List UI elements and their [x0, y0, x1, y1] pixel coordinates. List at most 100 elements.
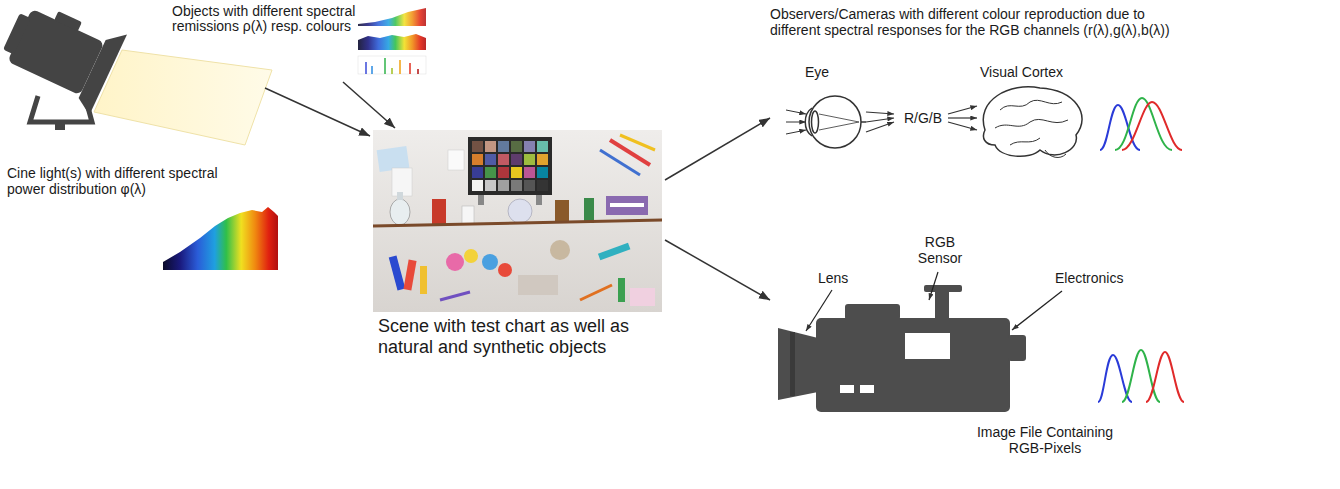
remission-spectra	[358, 32, 426, 50]
camera-drawing	[816, 318, 1010, 412]
brain-drawing	[983, 87, 1082, 158]
signal-arrows	[866, 118, 894, 122]
scene-photo	[498, 154, 509, 165]
eye-response-curves	[1122, 102, 1182, 150]
scene-photo	[518, 275, 558, 295]
scene-photo	[630, 288, 655, 306]
arrow-connector	[665, 118, 770, 180]
scene-photo	[511, 180, 522, 191]
scene-photo	[485, 141, 496, 152]
scene-photo	[498, 263, 512, 277]
signal-arrows	[866, 106, 977, 132]
scene-group: Scene with test chart as well as natural…	[370, 128, 665, 364]
remission-spectra	[391, 68, 393, 74]
light-label: Cine light(s) with different spectral po…	[7, 165, 247, 197]
light-beam	[94, 50, 272, 145]
camera-drawing	[778, 285, 1026, 412]
part-label: Electronics	[1055, 270, 1165, 286]
brain-drawing	[1000, 100, 1062, 110]
part-label: Visual Cortex	[980, 64, 1100, 80]
scene-photo	[485, 180, 496, 191]
remission-spectra	[358, 8, 426, 74]
remission-spectra	[371, 66, 373, 74]
scene-photo	[464, 249, 478, 263]
camera-drawing	[860, 385, 874, 393]
camera-group: LensRGB SensorElectronicsImage File Cont…	[770, 224, 1190, 478]
cine-lamp	[74, 27, 127, 115]
eye-drawing	[786, 96, 866, 148]
scene-photo	[537, 180, 548, 191]
arrow-connector	[265, 88, 370, 136]
scene-photo	[472, 141, 483, 152]
brain-drawing	[983, 87, 1082, 156]
remission-spectra	[399, 60, 401, 74]
scene-photo	[472, 154, 483, 165]
cine-lamp	[0, 0, 127, 115]
camera-response-curves	[1098, 350, 1184, 402]
camera-drawing	[778, 328, 818, 400]
scene-photo	[373, 220, 662, 226]
remission-spectra	[358, 34, 426, 50]
scene-photo	[537, 154, 548, 165]
output-label: Image File Containing RGB-Pixels	[965, 424, 1125, 456]
scene-photo	[485, 154, 496, 165]
scene-photo	[390, 199, 410, 225]
eye-response-curves	[1100, 98, 1182, 150]
remission-spectra	[358, 8, 426, 26]
scene-photo	[448, 150, 464, 170]
leader-lines	[806, 290, 832, 331]
scene-photo	[498, 167, 509, 178]
camera-response-curves	[1146, 352, 1184, 402]
camera-drawing	[790, 332, 795, 396]
scene-photo	[446, 253, 464, 271]
scene-photo	[584, 198, 594, 223]
camera-drawing	[845, 304, 900, 320]
scene-photo	[598, 243, 630, 261]
scene-photo	[536, 195, 542, 205]
scene-photo	[472, 180, 483, 191]
scene-photo	[580, 285, 612, 300]
eye-drawing	[786, 130, 806, 134]
remission-spectra	[358, 56, 426, 74]
cine-lamp	[54, 11, 82, 31]
part-label: Eye	[805, 64, 865, 80]
camera-drawing	[924, 285, 962, 292]
eye-drawing	[812, 111, 819, 133]
observers-group: EyeR/G/BVisual CortexLensRGB SensorElect…	[760, 4, 1335, 482]
scene-photo	[498, 180, 509, 191]
camera-drawing	[935, 290, 949, 320]
scene-photo	[403, 260, 416, 291]
scene-photo	[524, 141, 535, 152]
eye-drawing	[819, 122, 859, 130]
cine-lamp	[30, 96, 92, 122]
scene-photo	[524, 167, 535, 178]
signal-arrows	[948, 117, 977, 118]
eye-group: EyeR/G/BVisual Cortex	[770, 59, 1190, 174]
scene-photo	[472, 167, 483, 178]
eye-drawing	[786, 110, 806, 114]
brain-drawing	[1010, 138, 1040, 145]
scene-photo	[610, 203, 644, 207]
camera-response-curves	[1122, 350, 1160, 402]
scene-photo	[432, 199, 446, 224]
scene-photo	[478, 195, 484, 205]
scene-photo	[620, 135, 655, 150]
leader-lines	[1012, 291, 1062, 330]
camera-drawing	[840, 385, 854, 393]
scene-photo	[511, 141, 522, 152]
scene-photo	[537, 141, 548, 152]
scene-photo	[373, 130, 662, 312]
scene-photo	[440, 292, 470, 300]
objects-label: Objects with different spectral remissio…	[172, 4, 357, 35]
scene-photo	[511, 167, 522, 178]
light-group: Cine light(s) with different spectral po…	[2, 88, 284, 278]
scene-photo	[550, 240, 570, 260]
signal-arrows	[948, 106, 977, 114]
scene-photo	[397, 192, 403, 200]
scene-photo	[420, 266, 427, 294]
scene-photo	[485, 167, 496, 178]
scene-photo	[618, 278, 625, 302]
